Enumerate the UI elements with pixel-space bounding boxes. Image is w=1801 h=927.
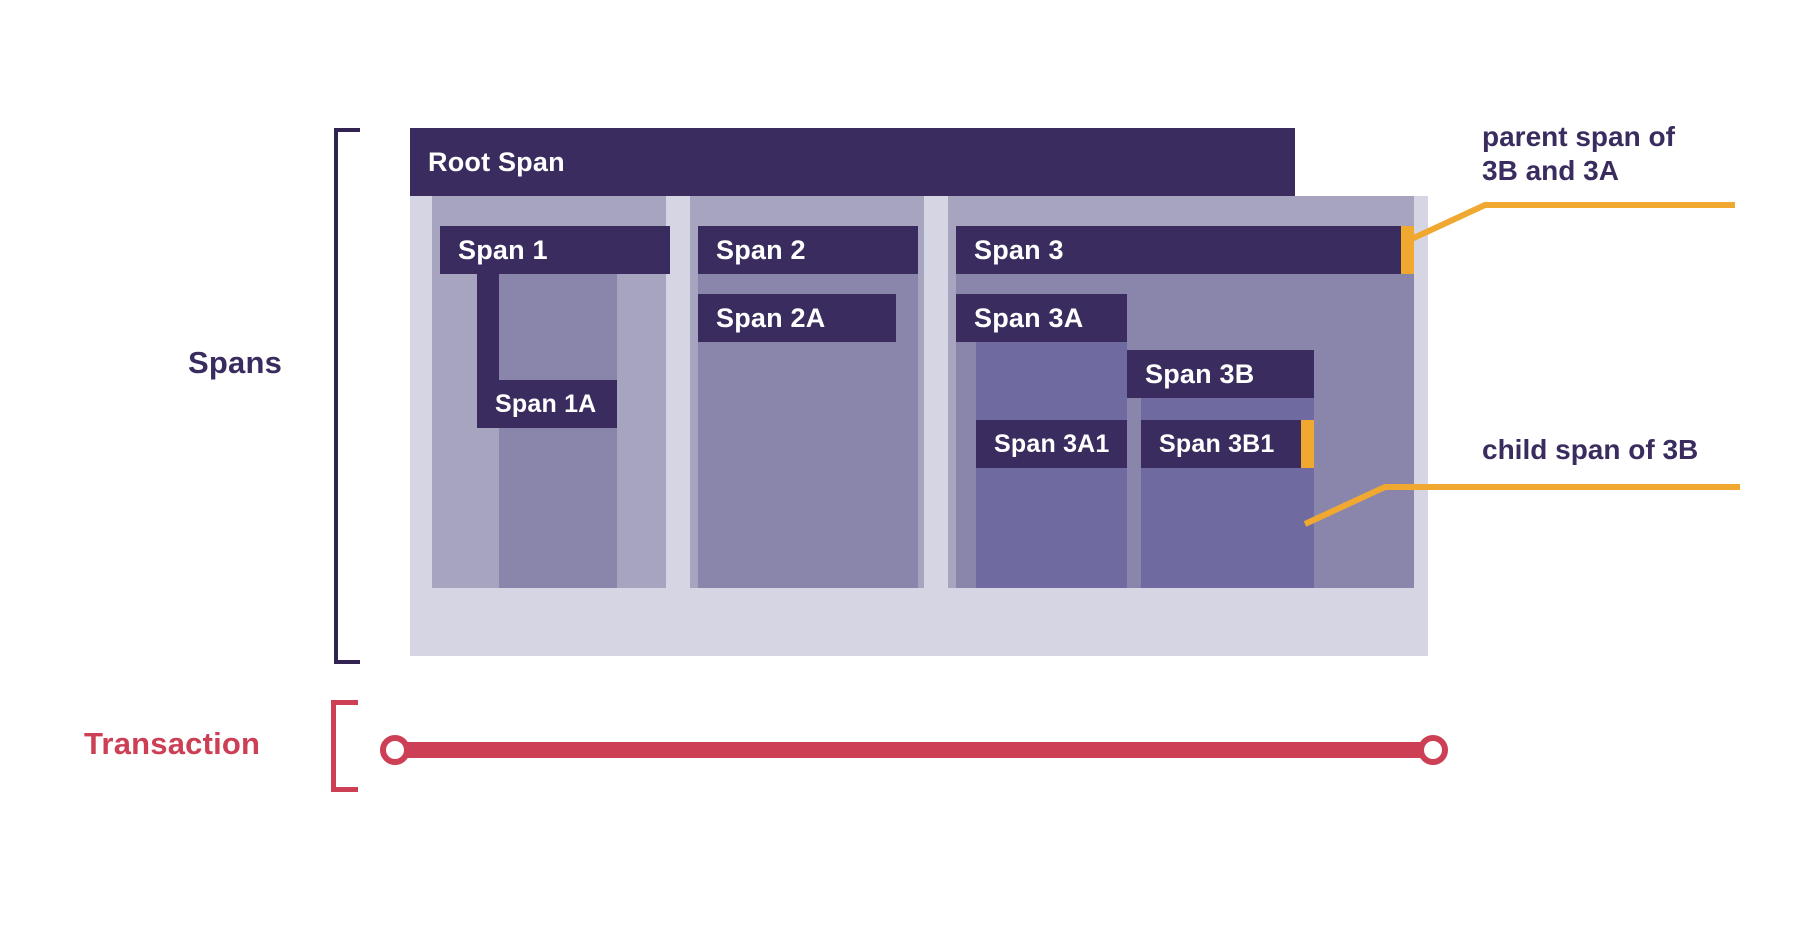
span-bar-span2[interactable]: Span 2 <box>698 226 918 274</box>
callout-marker-child-span <box>1301 420 1314 468</box>
span-bar-span3b[interactable]: Span 3B <box>1127 350 1314 398</box>
span-label-span1a: Span 1A <box>495 389 597 418</box>
connector-span1-to-span1a <box>477 274 499 404</box>
transaction-end-marker[interactable] <box>1418 735 1448 765</box>
callout-leader-child-span <box>1303 484 1740 527</box>
span-bar-span1a[interactable]: Span 1A <box>477 380 617 428</box>
span-bar-span3a1[interactable]: Span 3A1 <box>976 420 1131 468</box>
span-label-span3a: Span 3A <box>974 302 1084 333</box>
transaction-group-label: Transaction <box>84 726 261 761</box>
span-label-span2a: Span 2A <box>716 302 826 333</box>
span-bar-span3[interactable]: Span 3 <box>956 226 1414 274</box>
span-label-span3: Span 3 <box>974 234 1064 265</box>
transaction-bar[interactable] <box>384 742 1434 758</box>
transaction-bracket <box>331 700 358 792</box>
span-label-span3b1: Span 3B1 <box>1159 429 1275 458</box>
span-bar-span3b1[interactable]: Span 3B1 <box>1141 420 1314 468</box>
callout-leader-parent-span <box>1403 202 1735 245</box>
transaction-start-marker[interactable] <box>380 735 410 765</box>
span-bar-span2a[interactable]: Span 2A <box>698 294 896 342</box>
span-label-span3a1: Span 3A1 <box>994 429 1110 458</box>
span-label-root: Root Span <box>428 146 565 177</box>
spans-diagram: Root Span Span 1 Span 1A Span 2 Span 2A … <box>410 128 1428 656</box>
span-label-span3b: Span 3B <box>1145 358 1255 389</box>
span-bar-span1[interactable]: Span 1 <box>440 226 670 274</box>
callout-text-child-span: child span of 3B <box>1482 434 1699 465</box>
spans-bracket <box>334 128 360 664</box>
span-body-span1a <box>499 274 617 588</box>
span-bar-root[interactable]: Root Span <box>410 128 1295 196</box>
span-label-span2: Span 2 <box>716 234 806 265</box>
spans-group-label: Spans <box>188 345 283 380</box>
callout-text-parent-span: parent span of 3B and 3A <box>1482 121 1675 187</box>
span-label-span1: Span 1 <box>458 234 548 265</box>
